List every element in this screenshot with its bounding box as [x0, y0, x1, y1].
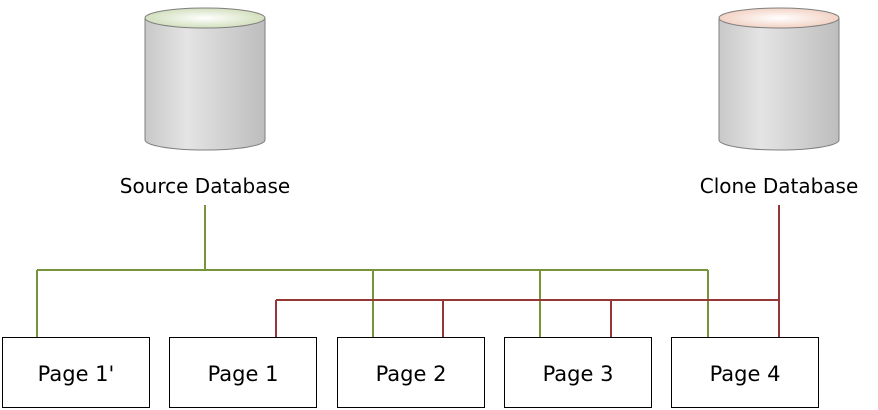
- clone-connectors: [275, 205, 780, 338]
- page-box-4: Page 4: [671, 337, 819, 408]
- page-label: Page 2: [376, 362, 447, 386]
- page-label: Page 1': [38, 362, 115, 386]
- page-box-1-prime: Page 1': [2, 337, 150, 408]
- clone-database-label: Clone Database: [700, 174, 859, 198]
- page-label: Page 1: [208, 362, 279, 386]
- source-database-icon: [144, 7, 266, 151]
- page-box-3: Page 3: [504, 337, 652, 408]
- source-connectors: [36, 205, 709, 338]
- page-label: Page 3: [543, 362, 614, 386]
- clone-database-icon: [718, 7, 840, 151]
- source-database-label: Source Database: [120, 174, 290, 198]
- page-box-1: Page 1: [169, 337, 317, 408]
- page-label: Page 4: [710, 362, 781, 386]
- page-box-2: Page 2: [337, 337, 485, 408]
